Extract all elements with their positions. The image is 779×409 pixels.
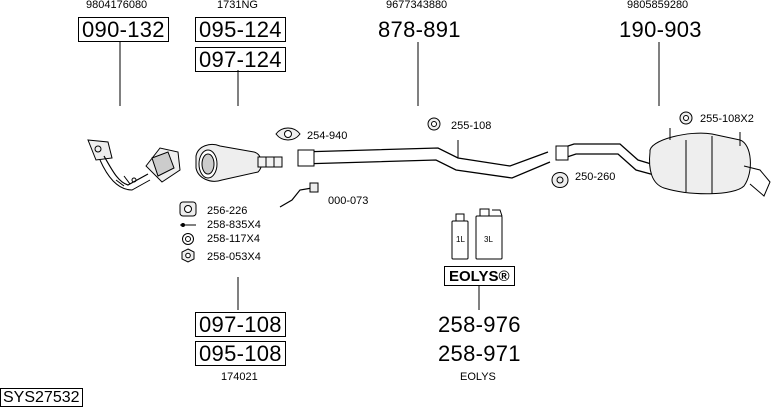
sensor-000-073 [279, 182, 319, 208]
part-250-260: 250-260 [575, 171, 616, 183]
fitting-kit-icons [179, 201, 197, 263]
ref-1731ng: 1731NG [217, 0, 258, 11]
ref-9677343880: 9677343880 [386, 0, 448, 11]
main-catalyst [195, 143, 283, 182]
part-095-124: 095-124 [195, 17, 286, 42]
part-095-108: 095-108 [195, 341, 286, 366]
part-254-940: 254-940 [307, 130, 348, 142]
manifold-catalyst [87, 139, 181, 191]
part-878-891: 878-891 [378, 17, 461, 42]
part-258-971: 258-971 [438, 341, 521, 366]
bottle-label-small: 1L [456, 235, 465, 244]
part-255-108: 255-108 [451, 120, 492, 132]
part-258-835x4: 258-835X4 [207, 219, 261, 231]
part-256-226: 256-226 [207, 205, 248, 217]
part-097-124: 097-124 [195, 47, 286, 72]
gasket-255-108x2 [679, 111, 693, 125]
part-258-053x4: 258-053X4 [207, 251, 261, 263]
part-255-108x2: 255-108X2 [700, 113, 754, 125]
clamp-250-260 [551, 172, 569, 188]
eolys-bottles [451, 208, 503, 260]
part-258-117x4: 258-117X4 [207, 233, 261, 245]
part-258-976: 258-976 [438, 312, 521, 337]
washer-258-117x4-icon [182, 233, 194, 245]
eolys-caption: EOLYS [460, 371, 496, 383]
rear-silencer [555, 128, 771, 197]
part-090-132: 090-132 [78, 17, 169, 42]
part-097-108: 097-108 [195, 312, 286, 337]
ref-9804176080: 9804176080 [86, 0, 148, 11]
system-code: SYS27532 [0, 388, 83, 407]
gasket-254-940 [275, 127, 301, 141]
bottle-label-large: 3L [484, 235, 493, 244]
center-pipe [297, 140, 551, 179]
part-190-903: 190-903 [619, 17, 702, 42]
eolys-badge: EOLYS® [444, 266, 515, 286]
ref-9805859280: 9805859280 [627, 0, 689, 11]
ref-174021: 174021 [221, 371, 258, 383]
part-000-073: 000-073 [328, 195, 369, 207]
gasket-255-108 [427, 117, 441, 131]
